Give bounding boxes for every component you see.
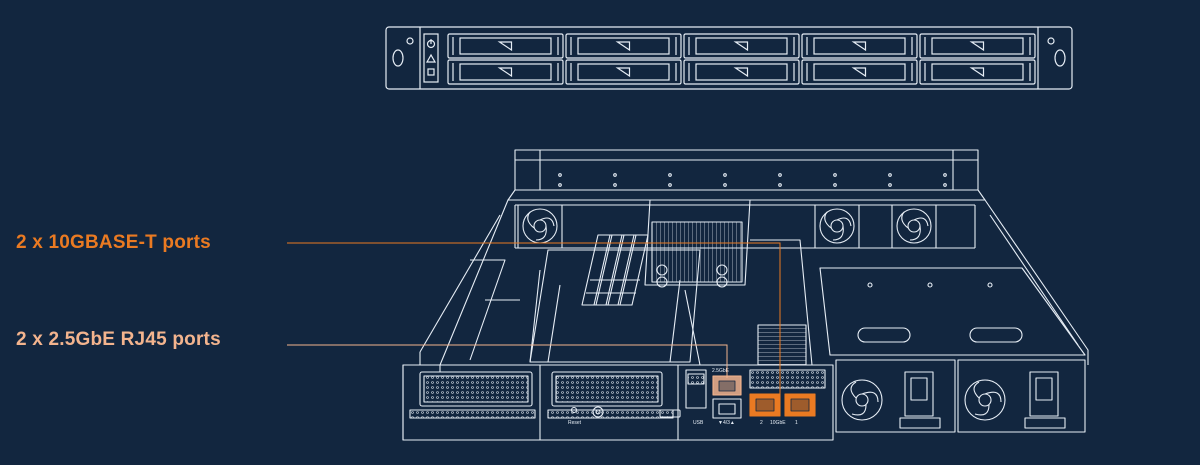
drive-bay <box>801 33 918 59</box>
fan-wall <box>514 204 976 249</box>
status-led-icon <box>427 68 435 76</box>
reset-button <box>570 406 578 414</box>
motherboard <box>684 239 813 366</box>
fan <box>517 204 563 249</box>
callout-10g-leader <box>287 242 781 396</box>
mgmt-port-stack <box>685 369 707 409</box>
power-supply <box>835 359 956 433</box>
drive-bay <box>919 33 1036 59</box>
pcie-riser <box>469 249 701 363</box>
rack-ear-left <box>392 37 414 67</box>
rj45-10gbe-ports <box>749 393 816 417</box>
server-rear-view <box>402 149 1089 441</box>
memory-slots <box>581 234 649 306</box>
drive-bay <box>447 33 564 59</box>
callout-2-5gbe-label: 2 x 2.5GbE RJ45 ports <box>16 329 221 350</box>
rack-ear-right <box>1047 37 1066 67</box>
port-10g-label: 10GbE <box>770 420 786 426</box>
pcie-bracket <box>419 371 533 407</box>
rear-panel-labels: Reset USB ▼4/3▲ 2 10GbE 1 2.5GbE <box>568 368 798 426</box>
port-1-label: 1 <box>795 420 798 426</box>
power-icon <box>426 39 436 49</box>
drive-bay <box>683 59 800 85</box>
drive-bay <box>447 59 564 85</box>
chassis-frame <box>402 199 1089 441</box>
port-group-label: ▼4/3▲ <box>718 420 735 426</box>
port-2-label: 2 <box>760 420 763 426</box>
rear-panel <box>402 364 834 441</box>
callout-10gbase-t-label: 2 x 10GBASE-T ports <box>16 232 211 253</box>
drive-bay <box>801 59 918 85</box>
psu-cage <box>819 267 1086 356</box>
fan <box>814 204 860 249</box>
drive-bays <box>447 33 1036 85</box>
pcie-bracket <box>551 371 663 407</box>
drive-bay <box>919 59 1036 85</box>
cpu-heatsink <box>644 199 751 288</box>
port-25g-label: 2.5GbE <box>712 368 730 374</box>
warning-icon <box>425 53 437 63</box>
callout-25g-leader <box>287 344 728 378</box>
top-cover <box>507 149 986 201</box>
server-front-view <box>385 26 1073 90</box>
drive-bay <box>565 33 682 59</box>
reset-label: Reset <box>568 420 582 426</box>
usb-port <box>659 409 681 418</box>
drive-bay <box>565 59 682 85</box>
drive-bay <box>683 33 800 59</box>
rj45-2-5gbe-ports <box>712 375 742 419</box>
usb-label: USB <box>693 420 704 426</box>
fan <box>891 204 937 249</box>
service-port <box>592 406 604 418</box>
front-control-panel <box>423 33 439 83</box>
power-supply <box>957 359 1086 433</box>
